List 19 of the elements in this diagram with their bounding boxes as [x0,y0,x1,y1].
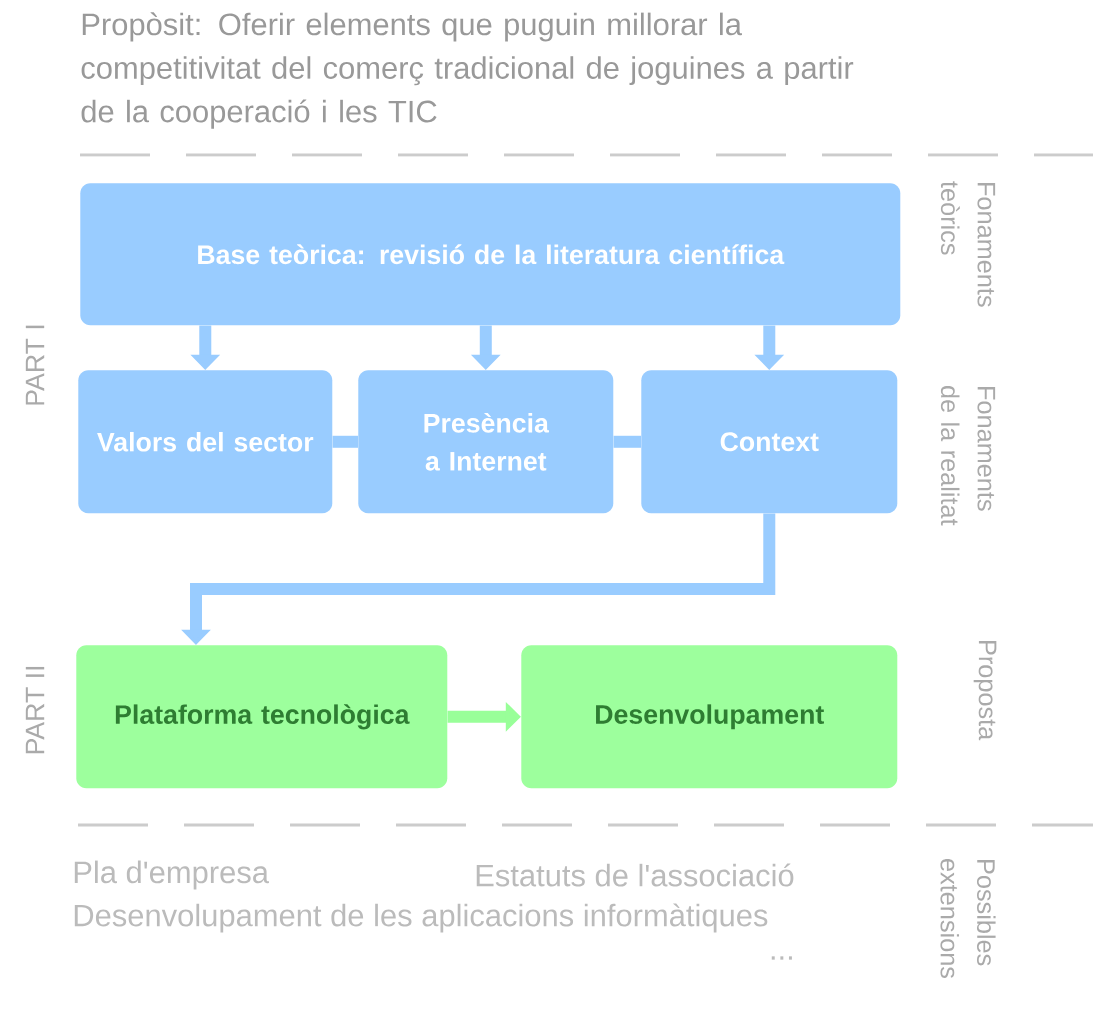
process-box: Desenvolupament [521,645,898,789]
connector-line [332,435,358,448]
connector-line [613,435,641,448]
note-text: ... [771,956,792,960]
side-label: Possibles extensions [940,859,996,979]
side-label: Fonaments teòrics [940,181,996,307]
heading: Propòsit: Oferir elements que puguin millorar la competitivitat del comerç tradicional de joguines a partir de la cooperació i les TIC [81,12,854,129]
side-label: Proposta [973,641,997,741]
process-box: Valors del sector [78,370,333,514]
part-label: PART II [25,666,45,754]
note-text: Estatuts de l'associació [476,863,794,887]
process-box: Context [641,370,898,514]
process-box: Base teòrica: revisió de la literatura científica [80,183,901,326]
side-label: Fonaments de la realitat [940,386,996,526]
note-text: Desenvolupament de les aplicacions informàtiques [74,903,768,933]
note-text: Pla d'empresa [74,860,269,890]
process-box: Plataforma tecnològica [76,645,448,789]
process-box: Presència a Internet [358,370,614,514]
part-label: PART I [25,325,45,405]
